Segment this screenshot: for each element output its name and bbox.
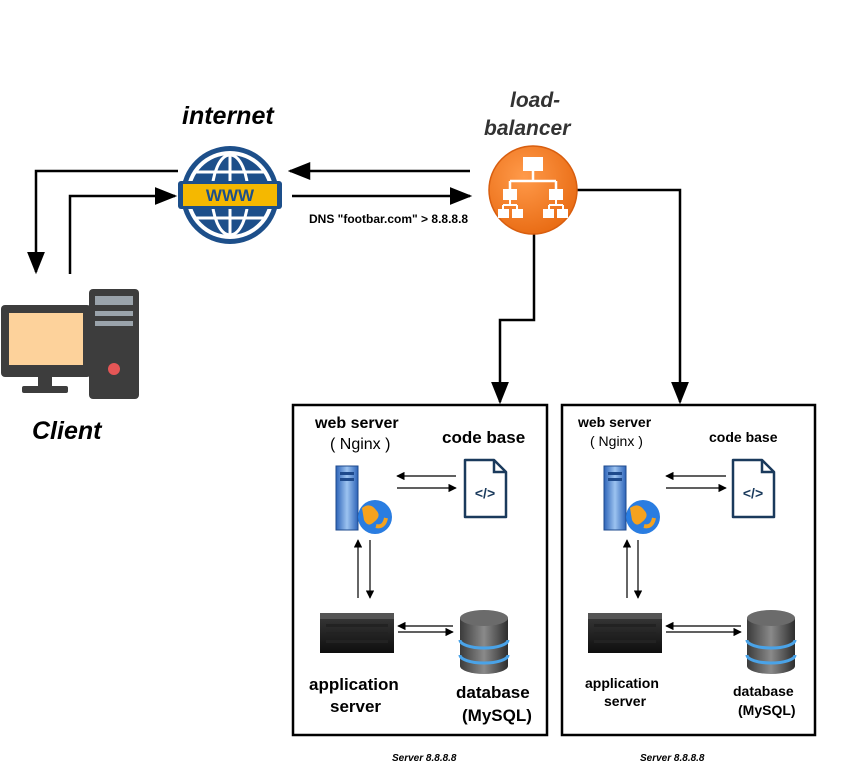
edge-lb-to-server-1 bbox=[491, 232, 536, 405]
nginx-label: ( Nginx ) bbox=[330, 436, 391, 453]
svg-text:</>: </> bbox=[475, 485, 495, 501]
edge-client-to-internet bbox=[68, 187, 178, 274]
code-base-label: code base bbox=[442, 428, 526, 447]
web-server-icon bbox=[335, 465, 392, 534]
edge-app-db-2 bbox=[665, 621, 742, 637]
code-file-icon: </> bbox=[463, 458, 508, 519]
edge-app-db-1 bbox=[397, 621, 454, 637]
server-caption: Server 8.8.8.8 bbox=[640, 753, 705, 764]
edge-lb-to-server-2 bbox=[577, 188, 689, 405]
application-server-icon bbox=[320, 613, 394, 653]
edge-web-app-2 bbox=[622, 539, 643, 599]
nginx-label: ( Nginx ) bbox=[590, 433, 643, 449]
web-server-icon bbox=[603, 465, 660, 534]
svg-text:</>: </> bbox=[743, 485, 763, 501]
application-server-label-line1: application bbox=[585, 675, 659, 691]
application-server-label-line2: server bbox=[604, 693, 647, 709]
code-file-icon: </> bbox=[731, 458, 776, 519]
server-box-1 bbox=[291, 403, 549, 737]
load-balancer-label-line2: balancer bbox=[484, 117, 571, 140]
application-server-label-line1: application bbox=[309, 675, 399, 694]
svg-text:WWW: WWW bbox=[206, 186, 255, 205]
edge-internet-to-client bbox=[27, 169, 178, 275]
database-icon bbox=[458, 610, 510, 674]
database-label-line2: (MySQL) bbox=[738, 702, 796, 718]
desktop-computer-icon bbox=[1, 289, 139, 399]
server-caption: Server 8.8.8.8 bbox=[392, 753, 457, 764]
edge-web-code-1 bbox=[396, 471, 457, 493]
database-icon bbox=[745, 610, 797, 674]
database-label-line2: (MySQL) bbox=[462, 706, 532, 725]
edge-web-app-1 bbox=[353, 539, 375, 599]
dns-edge-label: DNS "footbar.com" > 8.8.8.8 bbox=[309, 212, 469, 226]
edge-web-code-2 bbox=[665, 471, 727, 493]
code-base-label: code base bbox=[709, 429, 778, 445]
database-label-line1: database bbox=[733, 683, 794, 699]
internet-label: internet bbox=[182, 102, 274, 130]
load-balancer-label-line1: load- bbox=[510, 89, 561, 112]
client-label: Client bbox=[32, 417, 102, 445]
load-balancer-icon bbox=[488, 145, 578, 235]
application-server-label-line2: server bbox=[330, 697, 382, 716]
web-server-label: web server bbox=[578, 414, 652, 430]
database-label-line1: database bbox=[456, 683, 530, 702]
server-box-2 bbox=[560, 403, 817, 737]
www-globe-icon: WWW bbox=[178, 146, 282, 244]
application-server-icon bbox=[588, 613, 662, 653]
web-server-label: web server bbox=[315, 415, 399, 432]
